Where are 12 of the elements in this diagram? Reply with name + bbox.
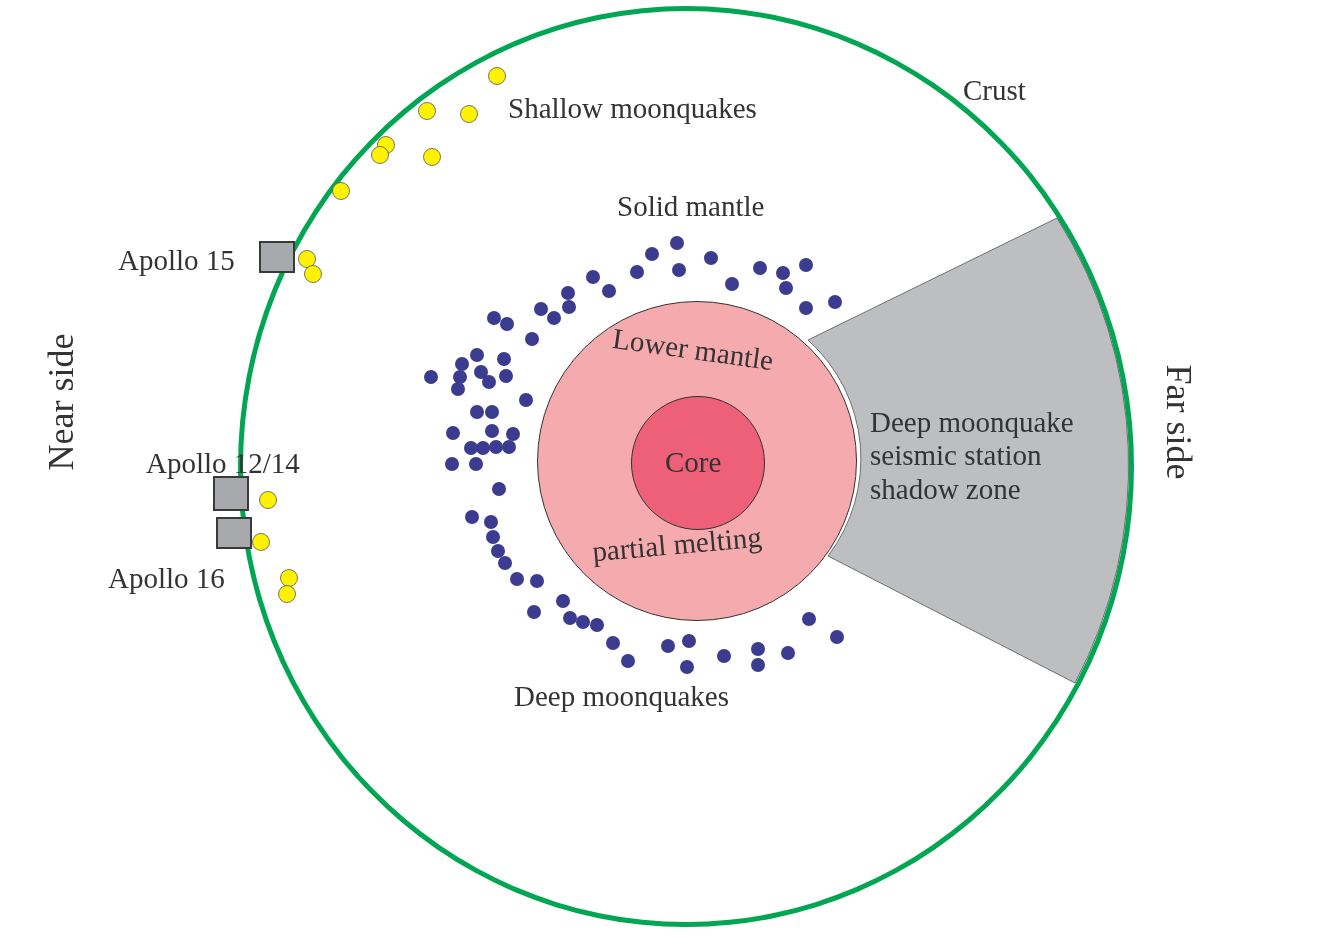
region-label: Crust — [963, 74, 1026, 108]
region-label: Lower mantle — [609, 321, 775, 377]
region-label: Solid mantle — [617, 190, 765, 224]
station-label: Apollo 16 — [108, 562, 225, 596]
region-label: partial melting — [590, 520, 763, 569]
region-label: Deep moonquake seismic station shadow zone — [870, 406, 1075, 507]
region-label: Shallow moonquakes — [508, 92, 757, 126]
region-label: Core — [665, 446, 722, 480]
region-label: Deep moonquakes — [514, 680, 730, 714]
station-label: Apollo 15 — [118, 244, 235, 278]
side-label: Far side — [1157, 364, 1199, 480]
side-label: Near side — [41, 333, 83, 471]
